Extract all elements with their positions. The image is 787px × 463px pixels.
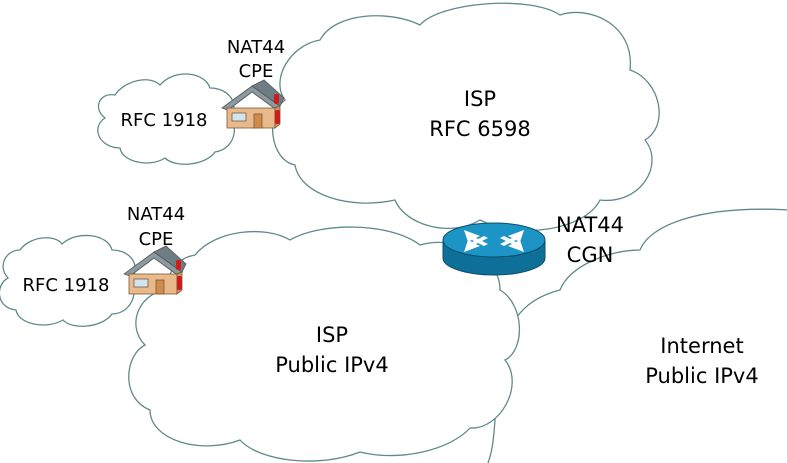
cgn-label-line1: NAT44 — [556, 213, 624, 237]
cpe-top-label-line2: CPE — [239, 61, 274, 82]
cgn-label-line2: CGN — [567, 243, 614, 267]
cloud-isp-rfc6598 — [272, 2, 660, 231]
cpe-bottom-label-line1: NAT44 — [127, 204, 185, 225]
house-icon — [123, 245, 187, 295]
isp-public-title: ISP — [316, 323, 348, 347]
house-icon — [221, 79, 285, 129]
cloud-rfc1918-bottom — [0, 234, 136, 327]
router-icon — [442, 222, 546, 276]
isp-public-subtitle: Public IPv4 — [275, 353, 388, 377]
internet-subtitle: Public IPv4 — [645, 364, 758, 388]
isp-rfc6598-title: ISP — [464, 87, 496, 111]
cloud-rfc1918-top — [97, 73, 235, 165]
cloud-isp-public — [128, 226, 521, 462]
rfc1918-top-label: RFC 1918 — [121, 110, 208, 131]
internet-title: Internet — [660, 334, 743, 358]
rfc1918-bottom-label: RFC 1918 — [23, 275, 110, 296]
isp-rfc6598-subtitle: RFC 6598 — [429, 117, 530, 141]
cpe-top-label-line1: NAT44 — [227, 37, 285, 58]
cpe-bottom-label-line2: CPE — [139, 229, 174, 250]
